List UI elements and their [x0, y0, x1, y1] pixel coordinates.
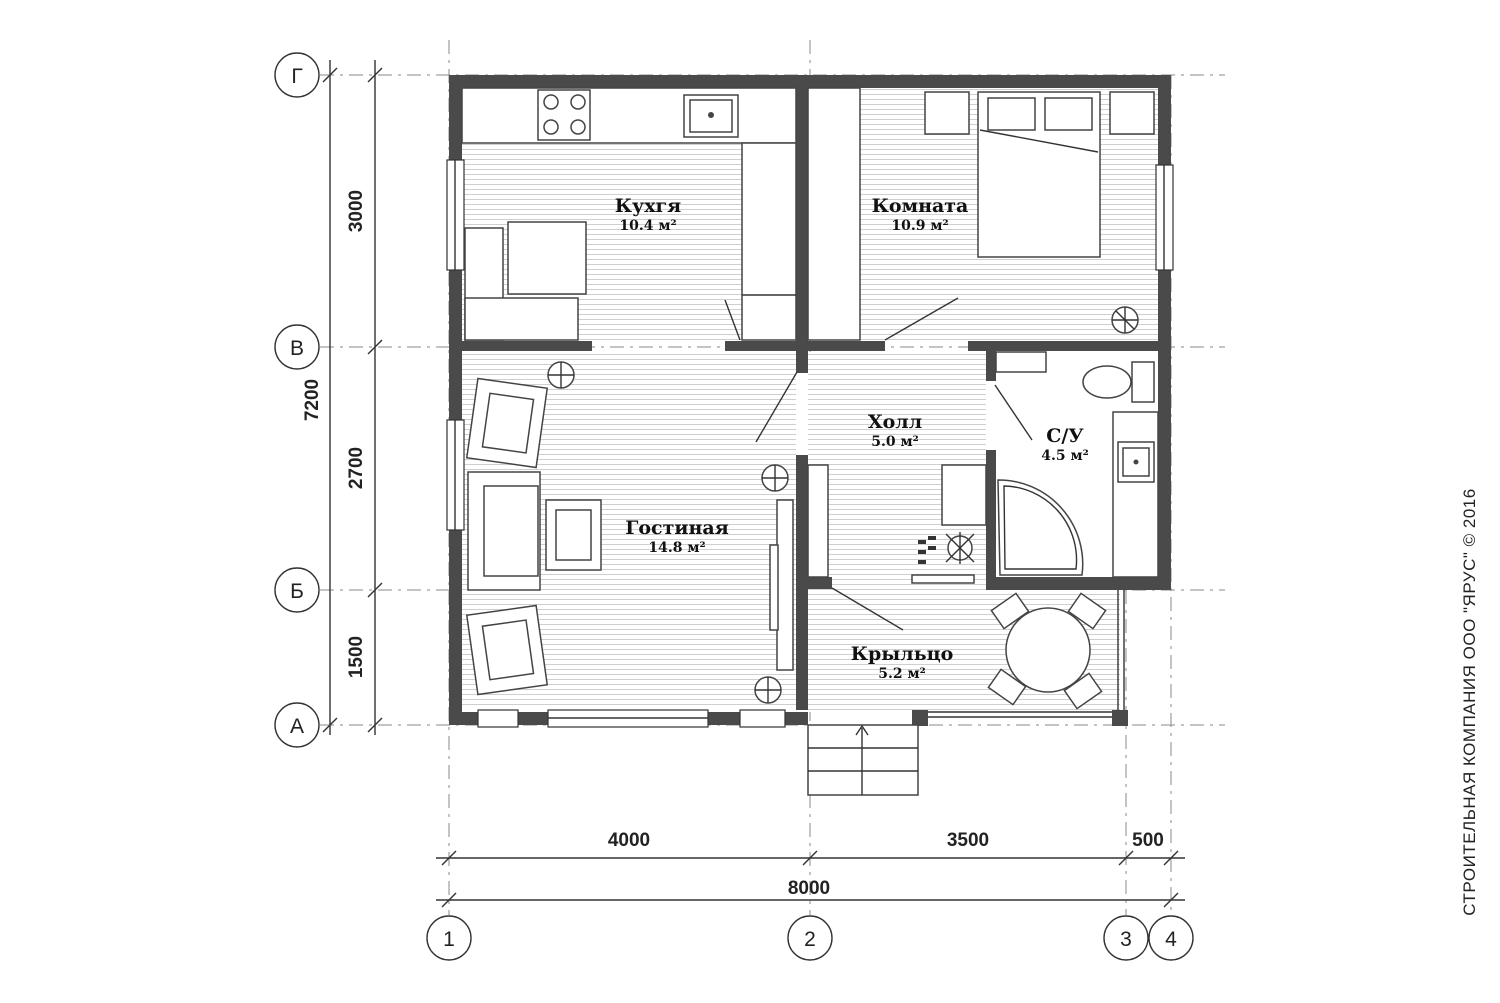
vertical-dimensions: 3000 2700 1500 7200: [302, 60, 383, 735]
axis-row-v: В: [290, 337, 304, 360]
kitchen-furniture: [461, 87, 797, 341]
room-name-porch: Крыльцо: [851, 643, 954, 665]
company-credit: СТРОИТЕЛЬНАЯ КОМПАНИЯ ООО "ЯРУС" © 2016: [1460, 488, 1479, 915]
row-axis-markers: Г В Б А: [274, 52, 320, 748]
room-labels: Кухгя 10.4 м² Комната 10.9 м² Холл 5.0 м…: [615, 195, 1089, 682]
door-swings: [724, 297, 1033, 631]
room-area-bedroom: 10.9 м²: [891, 218, 948, 234]
axis-col-3: 3: [1120, 928, 1132, 951]
horizontal-dimensions: 4000 3500 500 8000: [436, 830, 1185, 908]
plant-icon: [1111, 306, 1139, 334]
dim-vertical-1500: 1500: [346, 636, 367, 678]
hall-furniture: [807, 464, 987, 584]
room-area-living: 14.8 м²: [648, 540, 705, 556]
sofa: [467, 471, 541, 591]
plant-icon: [547, 361, 575, 389]
dim-vertical-3000: 3000: [346, 190, 367, 232]
dim-horizontal-total: 8000: [788, 878, 830, 899]
round-table-icon: [987, 592, 1107, 710]
dim-horizontal-500: 500: [1132, 830, 1164, 851]
armchair-top: [465, 377, 549, 469]
axis-row-g: Г: [291, 65, 302, 88]
axis-col-2: 2: [804, 928, 816, 951]
bathroom-sink-icon: [1117, 441, 1155, 483]
room-name-bathroom: С/У: [1046, 425, 1084, 447]
room-area-kitchen: 10.4 м²: [619, 218, 676, 234]
shower-tray-icon: [997, 479, 1084, 576]
bedroom-furniture: [807, 87, 1155, 341]
porch-furniture: [807, 592, 1107, 796]
axis-col-4: 4: [1165, 928, 1177, 951]
porch-steps: [807, 724, 919, 796]
hall-cabinet: [941, 464, 987, 526]
room-name-bedroom: Комната: [872, 195, 969, 217]
room-name-hall: Холл: [868, 411, 922, 433]
dim-horizontal-3500: 3500: [947, 830, 989, 851]
plant-icon: [754, 676, 782, 704]
bathroom-fixtures: [995, 351, 1159, 578]
room-name-living: Гостиная: [625, 517, 728, 539]
axis-row-a: А: [290, 715, 304, 738]
axis-row-b: Б: [290, 580, 304, 603]
dim-vertical-total: 7200: [302, 379, 323, 421]
kitchen-table: [507, 221, 587, 295]
windows: [446, 159, 1174, 728]
armchair-bottom: [465, 604, 549, 696]
column-axis-markers: 1 2 3 4: [426, 915, 1194, 961]
plant-icon: [761, 464, 789, 492]
living-furniture: [465, 361, 794, 704]
tv-unit: [776, 499, 794, 671]
toilet-icon: [1082, 361, 1155, 403]
axis-col-1: 1: [443, 928, 455, 951]
room-area-porch: 5.2 м²: [878, 666, 926, 682]
room-name-kitchen: Кухгя: [615, 195, 681, 217]
coat-rack-icon: [945, 532, 975, 564]
room-area-bathroom: 4.5 м²: [1041, 448, 1089, 464]
wardrobe: [807, 87, 861, 341]
room-area-hall: 5.0 м²: [871, 434, 919, 450]
dim-vertical-2700: 2700: [346, 447, 367, 489]
dim-horizontal-4000: 4000: [608, 830, 650, 851]
shoes-icon: [918, 536, 936, 564]
